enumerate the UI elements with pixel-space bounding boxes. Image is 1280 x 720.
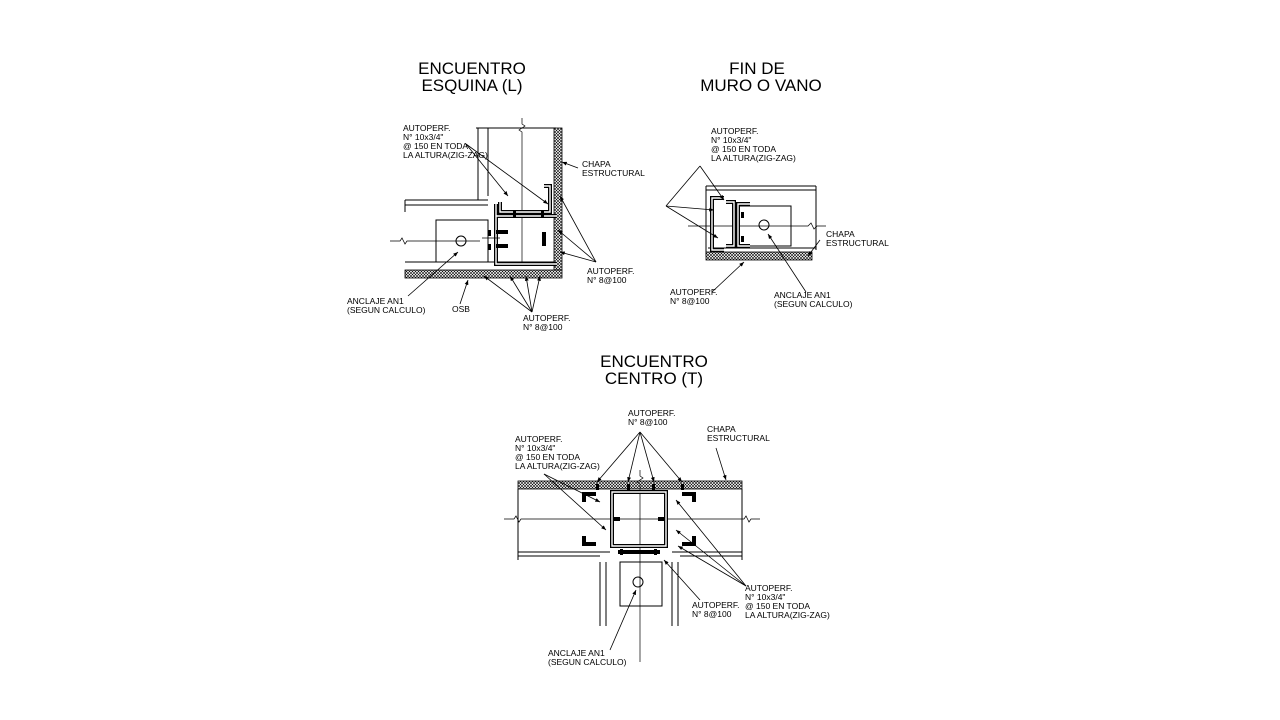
centro-screw [652,484,655,490]
esquina-leader [407,251,459,297]
esquina-chapa-horizontal [404,269,563,279]
centro-leader [677,545,747,587]
centro-screw [620,549,623,555]
fin-chapa-label: CHAPA ESTRUCTURAL [826,229,889,248]
fin-autoperf-zigzag-label: AUTOPERF. N° 10x3/4" @ 150 EN TODA LA AL… [711,126,796,163]
esquina-screw [541,211,544,217]
centro-anclaje-bolt [632,576,644,588]
esquina-leader [465,143,549,205]
centro-axis-line [636,470,644,662]
esquina-chapa-vertical [553,127,563,271]
esquina-osb-label: OSB [452,304,470,314]
esquina-leader [509,275,533,313]
esquina-chapa-label: CHAPA ESTRUCTURAL [582,159,645,178]
esquina-leader [465,143,509,197]
esquina-anclaje-label: ANCLAJE AN1 (SEGUN CALCULO) [347,296,426,315]
fin-axis-line [688,222,826,230]
centro-leader [715,447,727,481]
esquina-leader [531,275,541,313]
fin-leader [665,205,715,212]
esquina-autoperf-side-label: AUTOPERF. N° 8@100 [587,266,637,285]
esquina-leader [561,161,579,169]
esquina-title-2: ESQUINA (L) [421,76,522,95]
fin-title-1: FIN DE [729,59,785,78]
fin-anclaje-label: ANCLAJE AN1 (SEGUN CALCULO) [774,290,853,309]
esquina-profile-top [498,184,552,214]
centro-anclaje-rect [619,561,663,607]
fin-leader [807,239,821,257]
centro-screw [627,484,630,490]
fin-screw [741,212,744,218]
fin-profile-left [710,196,736,252]
esquina-autoperf-zigzag-label: AUTOPERF. N° 10x3/4" @ 150 EN TODA LA AL… [403,123,488,160]
fin-leader [767,233,807,293]
fin-autoperf-bottom-label: AUTOPERF. N° 8@100 [670,287,720,306]
centro-leader [543,473,601,503]
centro-title-1: ENCUENTRO [600,352,708,371]
esquina-leader [524,275,533,313]
centro-title-2: CENTRO (T) [605,369,703,388]
esquina-leader [459,279,469,305]
esquina-autoperf-bottom-label: AUTOPERF. N° 8@100 [523,313,573,332]
centro-anclaje-label: ANCLAJE AN1 (SEGUN CALCULO) [548,648,627,667]
esquina-title-1: ENCUENTRO [418,59,526,78]
fin-leader [665,165,701,207]
centro-leader [609,589,637,651]
esquina-profile-lips [496,230,546,248]
centro-screw [596,484,599,490]
detail-esquina: ENCUENTRO ESQUINA (L) [347,59,645,332]
centro-axis-line [504,515,760,523]
esquina-screw [488,230,491,236]
centro-autoperf-zigzag-left-label: AUTOPERF. N° 10x3/4" @ 150 EN TODA LA AL… [515,434,600,471]
centro-screw [654,549,657,555]
esquina-screw [488,244,491,250]
esquina-screw [513,211,516,217]
centro-autoperf-mid-label: AUTOPERF. N° 8@100 [692,600,742,619]
fin-title-2: MURO O VANO [700,76,822,95]
centro-screw [681,484,684,490]
fin-leader [665,205,719,239]
fin-chapa [705,251,813,261]
centro-leader [675,529,747,587]
centro-leader [675,499,747,587]
detail-centro: ENCUENTRO CENTRO (T) [504,352,830,667]
centro-leader [663,559,701,601]
detail-fin-muro: FIN DE MURO O VANO AUTOPERF. N° 10x3/4" … [665,59,889,309]
centro-leader [596,431,641,483]
centro-autoperf-top-label: AUTOPERF. N° 8@100 [628,408,678,427]
centro-leader [639,431,655,483]
esquina-leader [559,195,597,263]
centro-leader [627,431,641,483]
esquina-leader [483,275,533,313]
esquina-leader [559,251,597,263]
centro-leader [639,431,683,483]
fin-leader [699,165,725,201]
centro-leader [543,473,607,531]
esquina-anclaje-bolt [455,235,467,247]
esquina-leader [557,229,597,263]
fin-screw [741,236,744,242]
fin-anclaje-bolt [758,219,770,231]
esquina-axis-line [518,118,526,262]
centro-autoperf-zigzag-right-label: AUTOPERF. N° 10x3/4" @ 150 EN TODA LA AL… [745,583,830,620]
esquina-anclaje-rect [435,219,489,263]
centro-chapa-label: CHAPA ESTRUCTURAL [707,424,770,443]
esquina-axis-line [390,237,480,245]
fin-leader [711,261,745,293]
